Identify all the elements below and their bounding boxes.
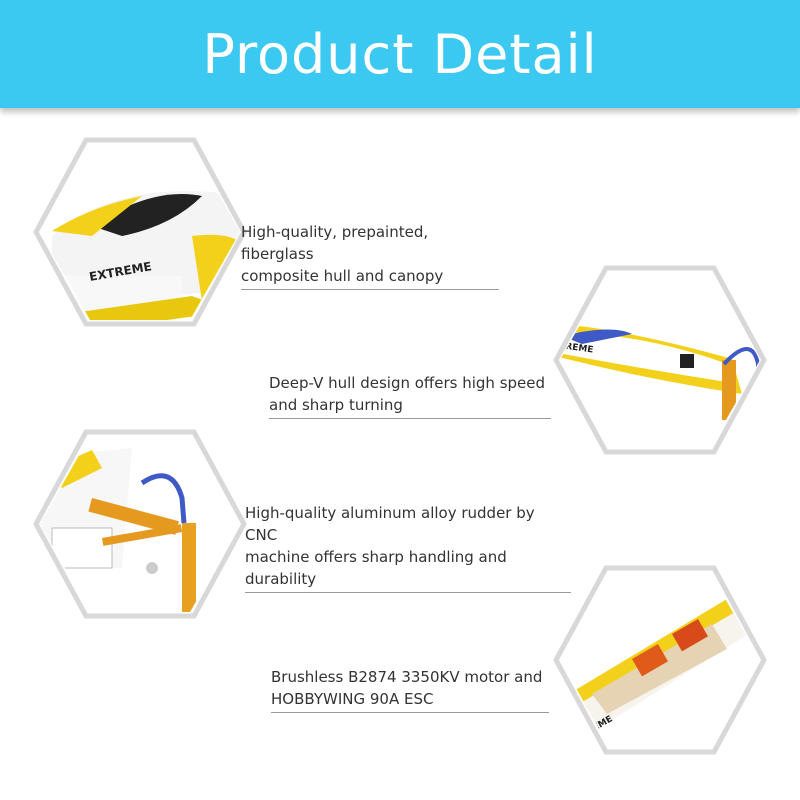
feature-4-text: Brushless B2874 3350KV motor and xyxy=(271,668,543,686)
feature-3-text: High-quality aluminum alloy rudder by CN… xyxy=(245,504,535,544)
feature-4-text-cont: HOBBYWING 90A ESC xyxy=(271,690,434,708)
feature-1-image: EXTREME xyxy=(32,136,248,328)
hull-canopy-photo: EXTREME xyxy=(33,137,247,327)
feature-2-text: Deep-V hull design offers high speed xyxy=(269,374,546,392)
feature-4-caption: Brushless B2874 3350KV motor and HOBBYWI… xyxy=(271,666,549,713)
rudder-photo xyxy=(33,429,247,619)
feature-3-caption: High-quality aluminum alloy rudder by CN… xyxy=(245,502,571,593)
page-header: Product Detail xyxy=(0,0,800,108)
feature-4-divider xyxy=(271,712,549,713)
page-title: Product Detail xyxy=(202,22,598,86)
feature-1-text-cont: composite hull and canopy xyxy=(241,267,444,285)
feature-4-image: EXTREME xyxy=(552,564,768,756)
feature-3-divider xyxy=(245,592,571,593)
feature-3-image xyxy=(32,428,248,620)
feature-2-divider xyxy=(269,418,551,419)
motor-esc-photo: EXTREME xyxy=(553,565,767,755)
feature-1-text: High-quality, prepainted, fiberglass xyxy=(241,223,429,263)
feature-2-caption: Deep-V hull design offers high speed and… xyxy=(269,372,551,419)
feature-1-caption: High-quality, prepainted, fiberglass com… xyxy=(241,221,499,290)
deep-v-hull-photo: EXTREME xyxy=(553,265,767,455)
feature-3-text-cont: machine offers sharp handling and durabi… xyxy=(245,548,507,588)
feature-2-image: EXTREME xyxy=(552,264,768,456)
feature-2-text-cont: and sharp turning xyxy=(269,396,403,414)
feature-1-divider xyxy=(241,289,499,290)
